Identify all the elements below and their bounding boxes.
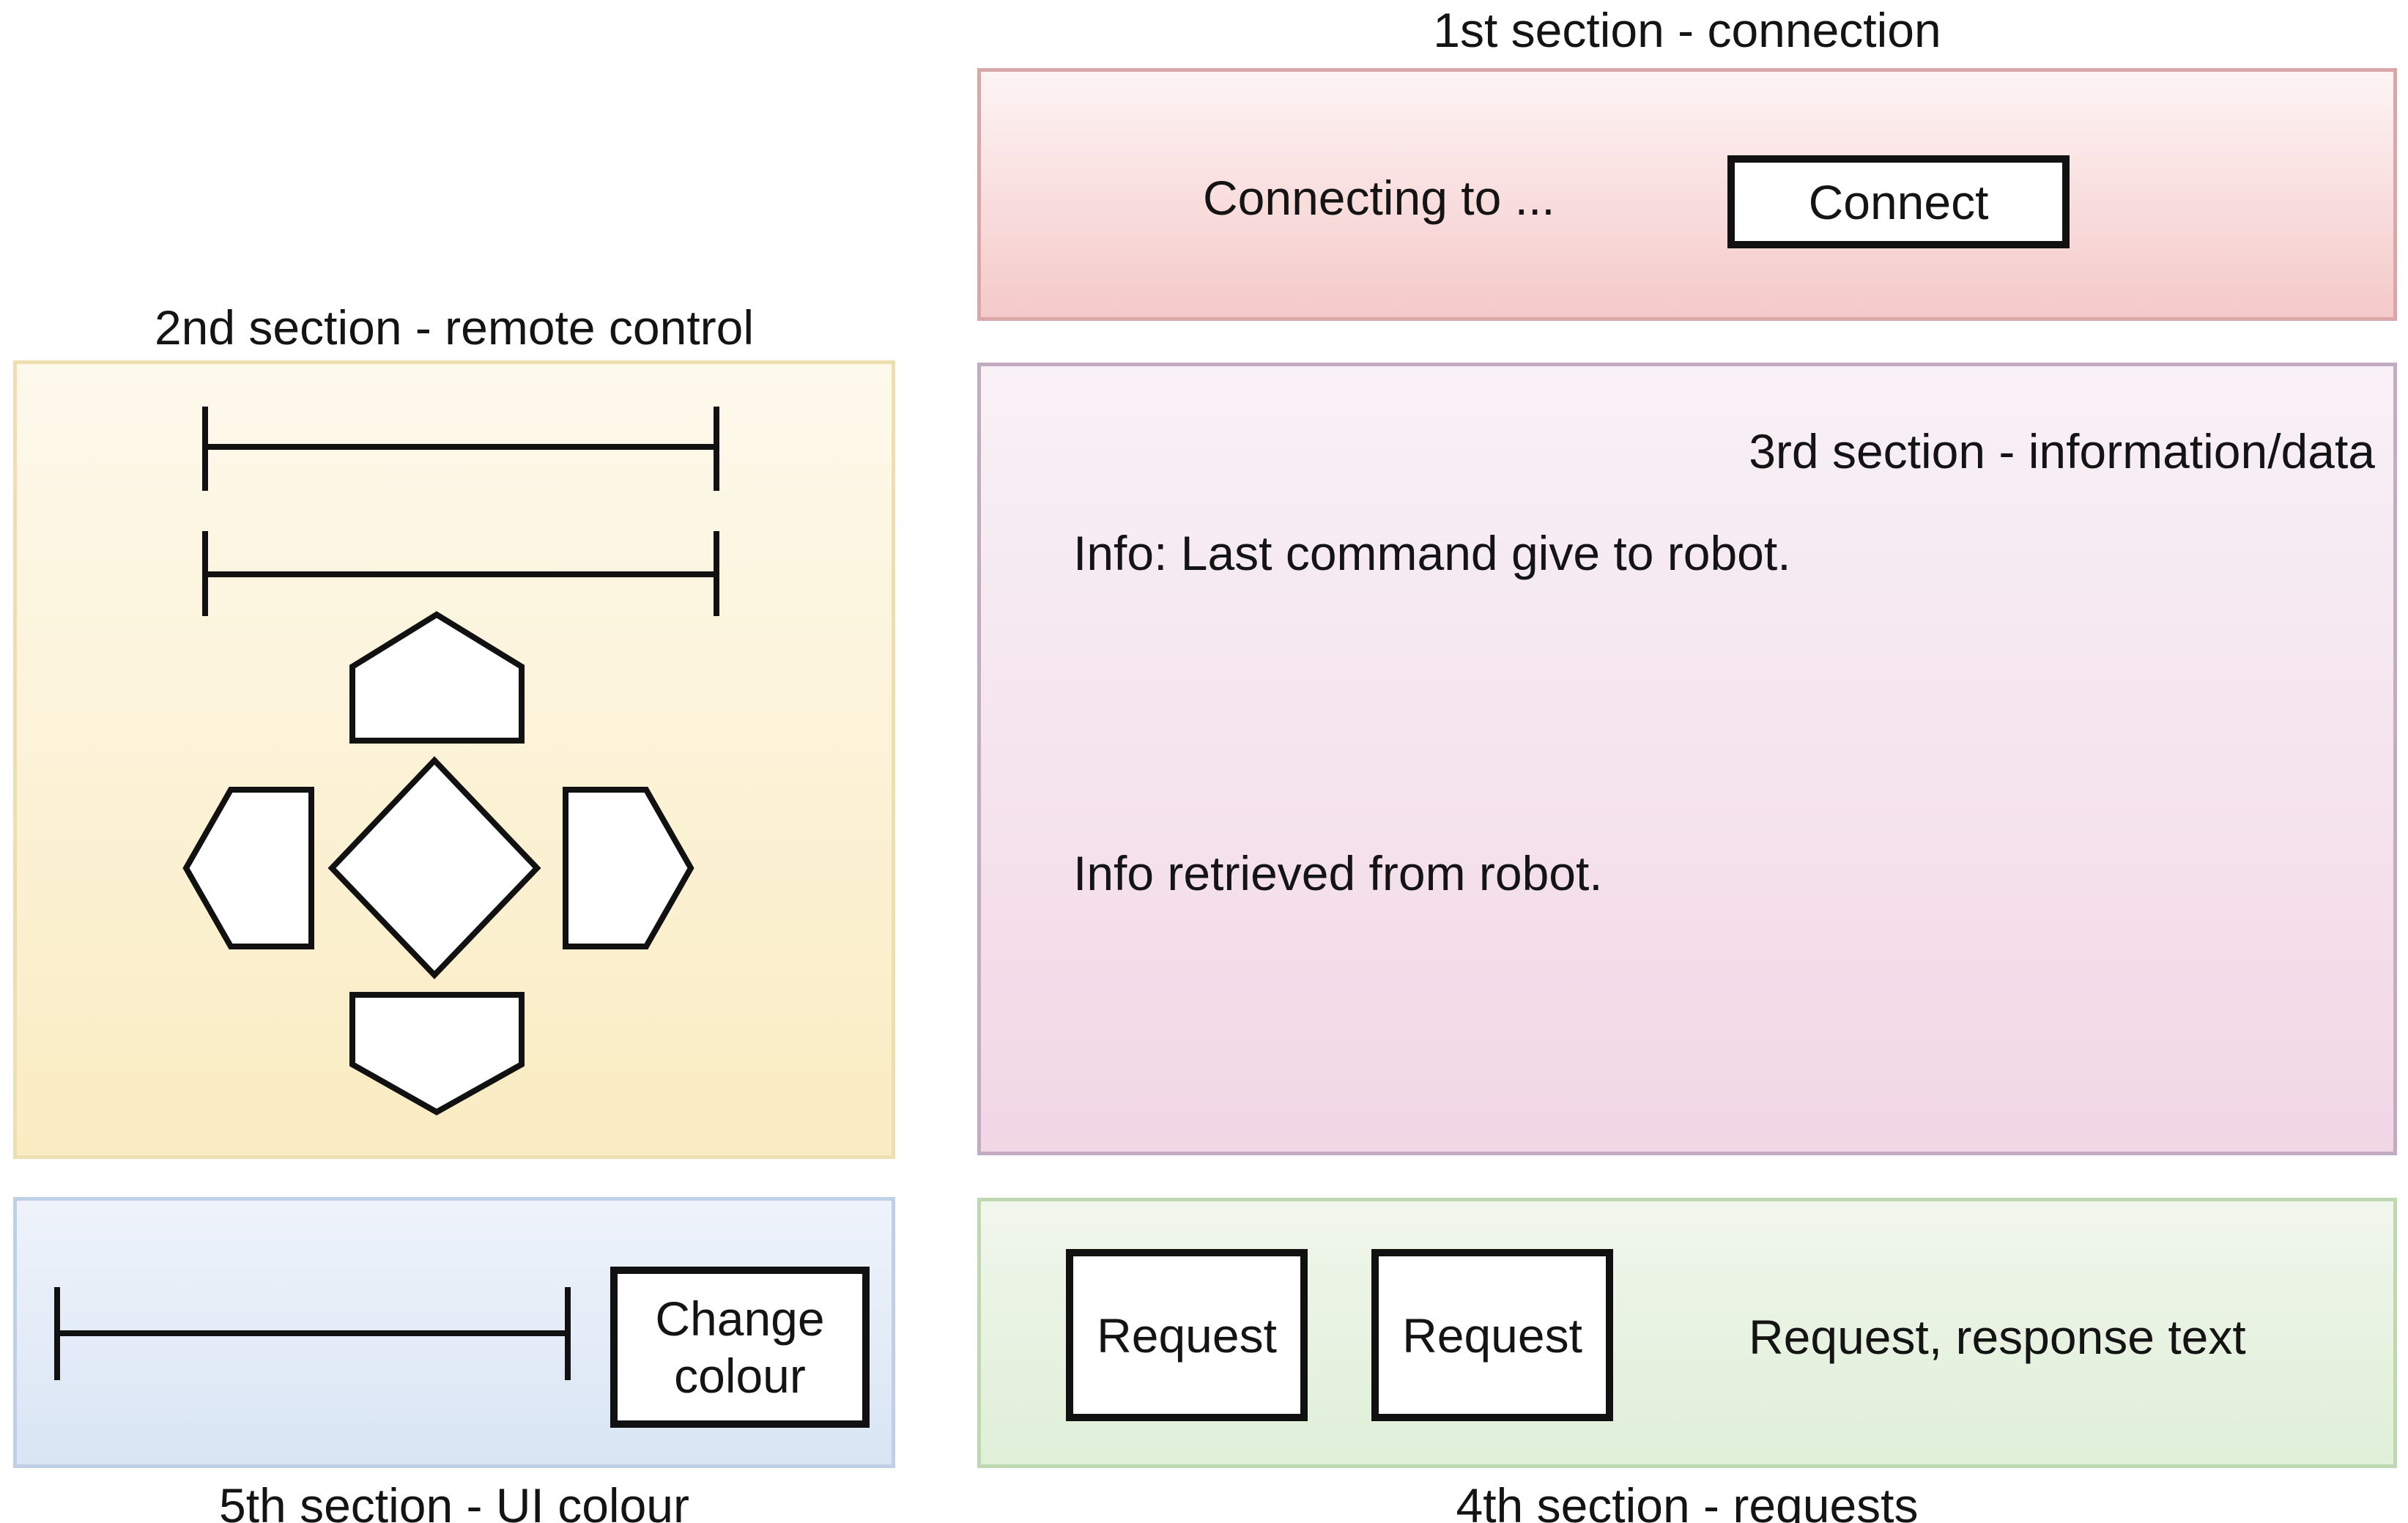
- uicolour-section-caption: 5th section - UI colour: [219, 1478, 689, 1523]
- connection-section-title: 1st section - connection: [1433, 3, 1941, 57]
- requests-section-caption: 4th section - requests: [1456, 1478, 1919, 1523]
- dpad-right-button[interactable]: [563, 787, 694, 949]
- info-section-panel: 3rd section - information/data Info: Las…: [977, 363, 2397, 1155]
- info-section-title: 3rd section - information/data: [1749, 424, 2375, 478]
- uicolour-section-panel: Change colour: [13, 1197, 895, 1468]
- change-colour-button[interactable]: Change colour: [610, 1267, 870, 1428]
- info-last-command-text: Info: Last command give to robot.: [1073, 526, 1791, 580]
- uicolour-slider[interactable]: [54, 1287, 571, 1380]
- info-retrieved-text: Info retrieved from robot.: [1073, 846, 1603, 900]
- dpad-up-button[interactable]: [349, 611, 525, 744]
- remote-slider-2[interactable]: [202, 531, 719, 616]
- connect-button[interactable]: Connect: [1727, 155, 2070, 248]
- dpad-left-button[interactable]: [182, 787, 314, 949]
- request-button-2[interactable]: Request: [1371, 1249, 1613, 1421]
- request-response-label: Request, response text: [1749, 1310, 2246, 1364]
- dpad-center-button[interactable]: [327, 756, 541, 979]
- request-button-1[interactable]: Request: [1066, 1249, 1308, 1421]
- remote-slider-1[interactable]: [202, 407, 719, 491]
- requests-section-panel: Request Request Request, response text: [977, 1198, 2397, 1468]
- connection-status-text: Connecting to ...: [1203, 171, 1555, 225]
- remote-section-title: 2nd section - remote control: [154, 300, 755, 355]
- dpad-down-button[interactable]: [349, 992, 525, 1116]
- connection-section-panel: Connecting to ... Connect: [977, 68, 2397, 321]
